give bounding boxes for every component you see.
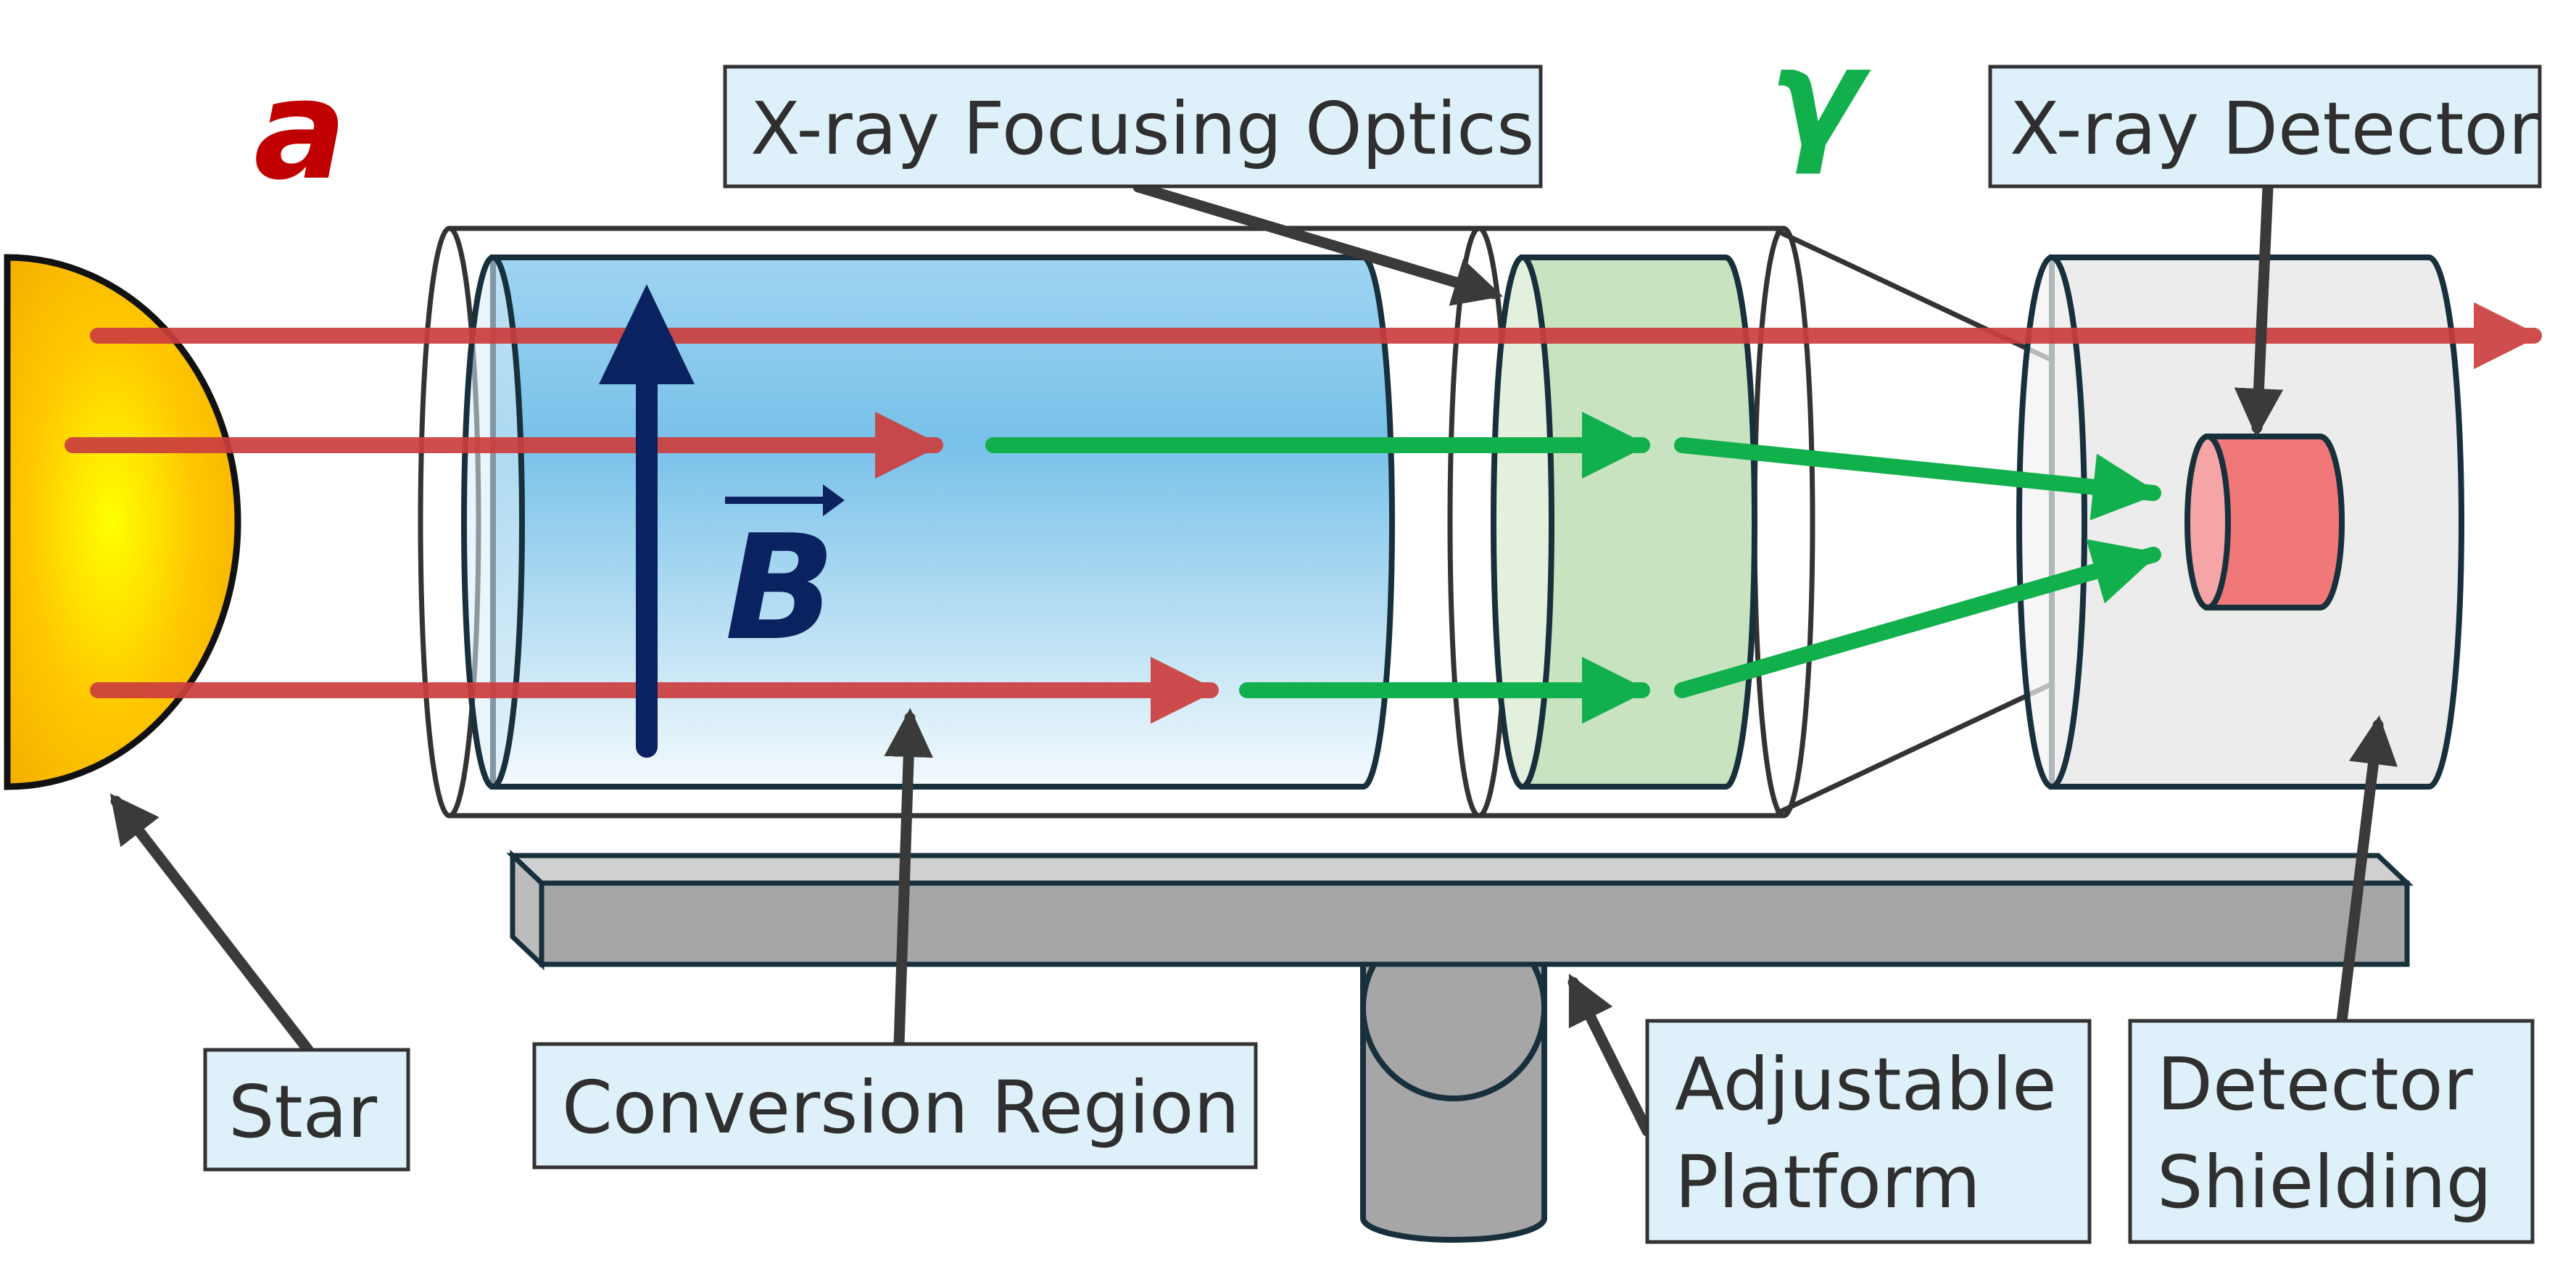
label-star: Star <box>203 1048 410 1172</box>
xray-optics-lens <box>1491 254 1757 790</box>
label-adjustable-platform: Adjustable Platform <box>1645 1019 2092 1244</box>
conversion-region-cylinder <box>461 254 1395 790</box>
star <box>4 254 241 790</box>
axion-symbol: a <box>254 50 347 210</box>
magnetic-field-arrow: B <box>599 284 845 758</box>
photon-rays <box>985 411 2161 724</box>
label-conversion-region: Conversion Region <box>532 1042 1258 1169</box>
pointer-arrows <box>109 181 2398 1137</box>
label-xray-optics: X-ray Focusing Optics <box>723 65 1543 189</box>
optics-pointer <box>1132 181 1503 306</box>
label-conversion-region-text: Conversion Region <box>562 1065 1240 1150</box>
label-platform-line2: Platform <box>1675 1140 1981 1225</box>
photon-ray-lower-focused <box>1674 539 2161 698</box>
conversion-region-pointer <box>884 708 933 1050</box>
label-shielding-line2: Shielding <box>2157 1140 2492 1225</box>
label-platform-line1: Adjustable <box>1675 1042 2057 1127</box>
label-shielding-line1: Detector <box>2157 1042 2474 1127</box>
magnetic-field-symbol: B <box>725 504 835 673</box>
adjustable-platform-beam <box>506 849 2414 971</box>
label-star-text: Star <box>228 1069 378 1154</box>
label-detector-shielding: Detector Shielding <box>2128 1019 2535 1244</box>
detector-pointer <box>2234 181 2284 438</box>
label-xray-optics-text: X-ray Focusing Optics <box>750 86 1534 171</box>
photon-ray-upper-focused <box>1674 437 2161 521</box>
photon-symbol: γ <box>1769 17 1871 178</box>
label-xray-detector-text: X-ray Detector <box>2010 86 2539 171</box>
label-xray-detector: X-ray Detector <box>1988 65 2542 189</box>
shielding-pointer <box>2336 715 2398 1027</box>
xray-detector <box>2184 434 2345 610</box>
star-pointer <box>109 793 314 1056</box>
platform-pointer <box>1567 973 1653 1137</box>
